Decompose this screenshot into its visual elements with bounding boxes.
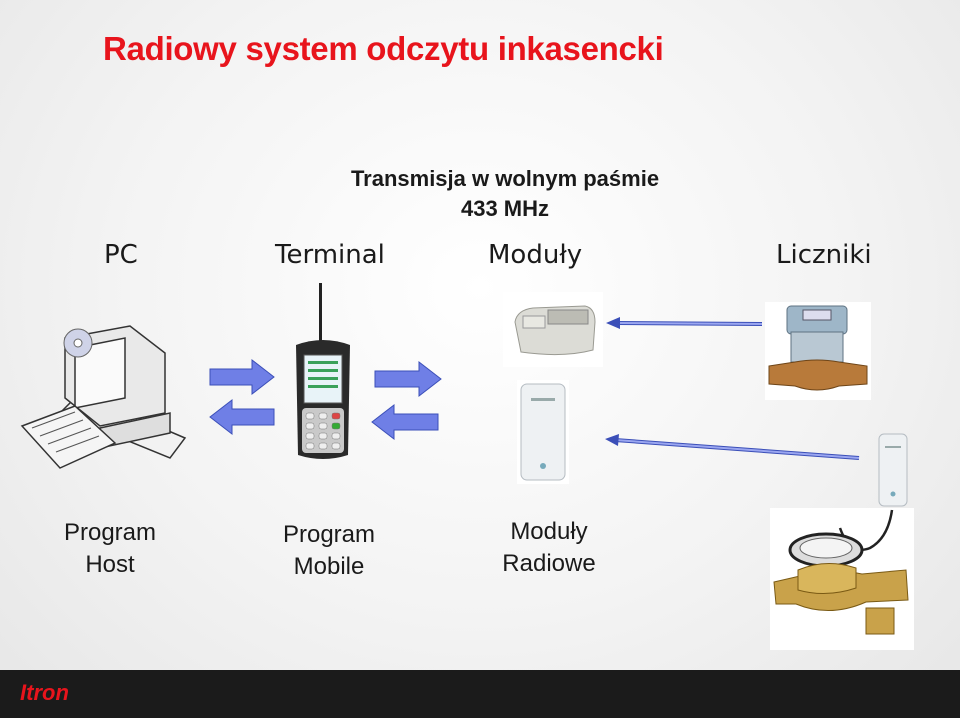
radio-module-icon-2	[517, 380, 569, 484]
arrow-pc-to-terminal	[209, 358, 275, 396]
caption-mobile-line-2: Mobile	[293, 553, 365, 580]
computer-icon	[20, 325, 187, 469]
caption-host-line-1: Program	[63, 519, 157, 546]
slide-title: Radiowy system odczytu inkasencki	[103, 30, 664, 67]
arrow-terminal-to-modules	[374, 360, 442, 398]
transmission-label: Transmisja w wolnym paśmie 433 MHz	[300, 164, 710, 224]
arrow-modules-to-terminal	[371, 403, 439, 441]
radio-module-icon-3	[878, 433, 908, 507]
arrow-terminal-to-pc	[209, 398, 275, 436]
handheld-terminal-icon	[296, 283, 350, 459]
link-meter2-to-module	[605, 434, 860, 460]
radio-module-icon	[503, 292, 603, 367]
transmission-line-2: 433 MHz	[460, 196, 550, 221]
caption-radio-modules: Moduły Radiowe	[449, 516, 649, 580]
link-meter1-to-module	[606, 317, 763, 329]
itron-logo: Itron	[20, 680, 69, 705]
caption-program-mobile: Program Mobile	[229, 519, 429, 583]
column-pc-label: PC	[104, 240, 138, 270]
water-meter-icon	[765, 302, 871, 400]
column-meters-label: Liczniki	[776, 240, 872, 270]
caption-host-line-2: Host	[85, 551, 135, 578]
caption-radio-line-1: Moduły	[510, 518, 588, 545]
caption-mobile-line-1: Program	[282, 521, 376, 548]
column-terminal-label: Terminal	[275, 240, 385, 270]
water-meter-icon-2	[770, 508, 914, 650]
transmission-line-1: Transmisja w wolnym paśmie	[350, 166, 660, 191]
caption-radio-line-2: Radiowe	[502, 550, 596, 577]
footer-bar	[0, 670, 960, 718]
caption-program-host: Program Host	[10, 517, 210, 581]
column-modules-label: Moduły	[488, 240, 583, 270]
